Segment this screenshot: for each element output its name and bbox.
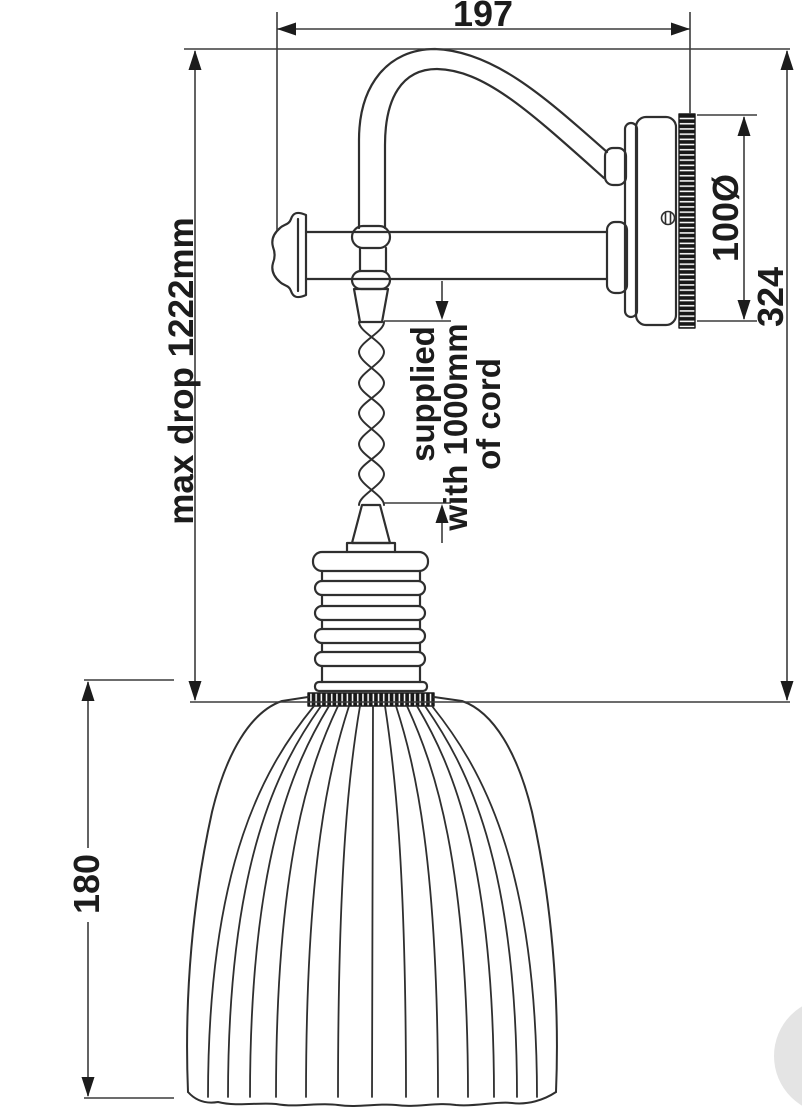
dimension-height-324: [780, 50, 794, 701]
holder-flange: [313, 680, 429, 693]
dimension-max-drop: [188, 50, 202, 701]
shade-flutes: [207, 705, 538, 1098]
bracket-arm: [271, 211, 609, 324]
wall-backplate: [603, 113, 696, 329]
shade-bottom-edge: [187, 1091, 557, 1107]
label-height-324: 324: [750, 267, 791, 327]
wall-light-figure: [186, 47, 696, 1107]
watermark-circle: [774, 1006, 802, 1106]
backplate-body: [634, 115, 678, 327]
screw-head: [660, 210, 676, 226]
label-shade-height-180: 180: [66, 854, 107, 914]
twisted-cord: [358, 321, 385, 506]
arm-junction-ball: [350, 224, 392, 250]
holder-cap: [311, 550, 430, 573]
gooseneck-collar: [603, 146, 628, 187]
cord-grip-top: [352, 287, 390, 324]
arm-boss: [605, 220, 629, 295]
label-max-drop: max drop 1222mm: [162, 217, 201, 524]
arm-finial: [271, 211, 308, 299]
holder-ring-1: [313, 579, 427, 597]
label-backplate-diameter: 100Ø: [705, 174, 746, 262]
fluted-shade: [186, 696, 558, 1107]
dimensions: [81, 12, 794, 1099]
gooseneck-tube: [357, 47, 609, 230]
holder-ring-2: [313, 604, 427, 622]
holder-ring-4: [313, 650, 427, 668]
label-width-197: 197: [453, 0, 513, 34]
cord-note-line-3: of cord: [470, 358, 507, 470]
cord-note-line-1: supplied: [404, 326, 441, 462]
holder-ring-3: [313, 627, 427, 645]
cord-length-callout: [384, 281, 451, 543]
backplate-knurl-band: [678, 113, 696, 329]
dimension-width-197: [276, 12, 691, 230]
cord-grip-bottom: [350, 503, 392, 545]
dimension-labels: 197 max drop 1222mm 100Ø 324 180 supplie…: [66, 0, 791, 914]
lamp-holder: [307, 503, 435, 707]
cord-note-line-2: with 1000mm: [437, 323, 474, 531]
label-cord-note: supplied with 1000mm of cord: [404, 323, 507, 531]
dimension-shade-180: [81, 679, 174, 1099]
gallery-knurl-band: [307, 692, 435, 707]
dimension-backplate-100: [697, 114, 757, 322]
